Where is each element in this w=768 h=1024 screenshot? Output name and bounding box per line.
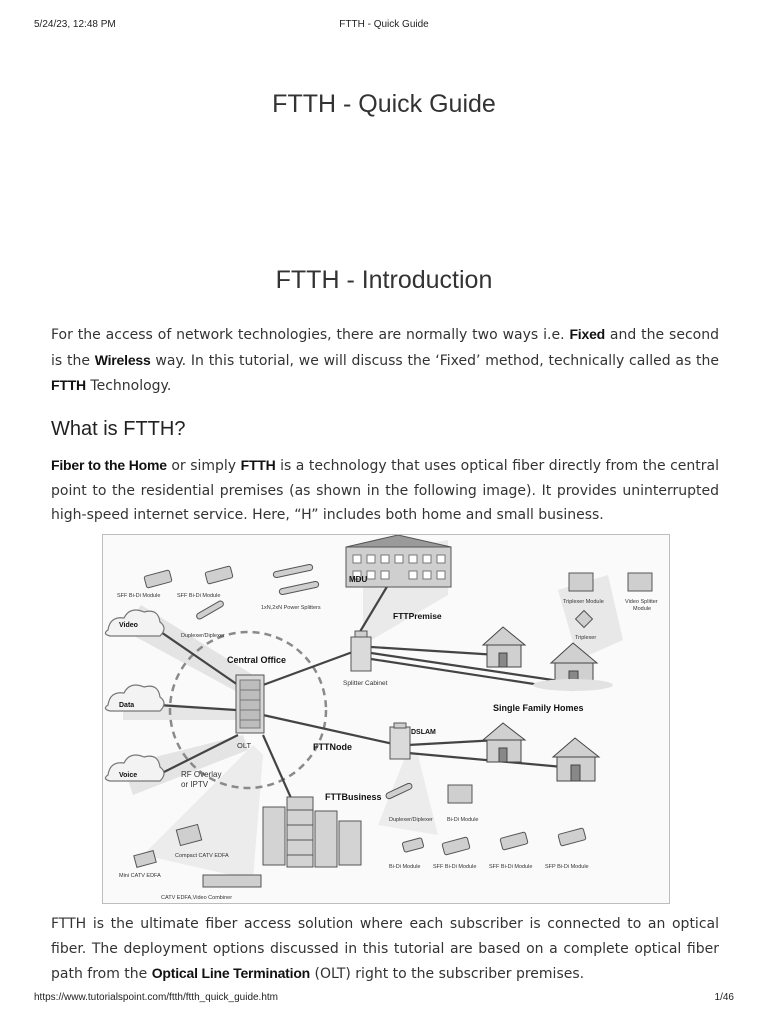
label-mdu: MDU [349,575,367,584]
business-beam [378,750,438,835]
wireless-link[interactable]: Wireless [94,351,151,368]
what-is-text-1: or simply [166,458,241,474]
ftth-link-2[interactable]: FTTH [240,457,276,473]
label-splitter-cabinet: Splitter Cabinet [343,680,388,687]
label-dslam: DSLAM [411,729,436,736]
label-fttnode: FTTNode [313,742,352,752]
label-sfp-bidi: SFP Bi-Di Module [545,864,589,870]
bidi-module-icon-bottom [401,837,425,853]
fixed-link[interactable]: Fixed [569,326,606,342]
olt-link[interactable]: Optical Line Termination [151,965,311,981]
lawn-1 [533,679,613,691]
label-sff-bidi-4: SFF Bi-Di Module [489,864,532,870]
video-cloud [104,609,165,637]
olt-rack-icon [235,674,265,734]
print-footer: https://www.tutorialspoint.com/ftth/ftth… [0,992,768,1006]
ftth-diagram-svg: SFF Bi-Di Module SFF Bi-Di Module 1xN,2x… [104,535,658,901]
intro-text-4: Technology. [85,378,172,394]
label-voice: Voice [119,772,137,779]
video-splitter-icon [627,572,653,592]
label-bidi-module-bottom: Bi-Di Module [389,864,420,870]
label-fttpremise: FTTPremise [393,611,442,621]
intro-text-3: way. In this tutorial, we will discuss t… [150,352,719,369]
voice-cloud [104,754,165,782]
label-rf-overlay: RF Overlay [181,770,221,779]
house-icon-4 [551,737,601,782]
label-central-office: Central Office [227,655,286,665]
label-catv-edfa: CATV EDFA,Video Combiner [161,895,232,901]
label-duplexer: Duplexer/Diplexer [181,633,225,639]
what-is-ftth-paragraph: Fiber to the Home or simply FTTH is a te… [51,453,719,528]
print-header: 5/24/23, 12:48 PM FTTH - Quick Guide [0,19,768,33]
splitter-cabinet-icon [350,630,372,672]
label-data: Data [119,702,134,709]
section-title: FTTH - Introduction [275,266,493,294]
label-triplexer: Triplexer [575,635,596,641]
label-video-splitter-2: Module [633,606,651,612]
label-video-splitter: Video Splitter [625,599,658,605]
label-olt: OLT [237,741,251,750]
triplexer-icon [574,609,594,629]
compact-edfa-icon [175,823,203,847]
sff-module-icon-1 [143,569,173,589]
label-fttbusiness: FTTBusiness [325,792,382,802]
ultimate-text-2: (OLT) right to the subscriber premises. [310,966,585,982]
splitter-icon-2 [278,580,320,596]
central-office-boundary [168,630,328,790]
label-sff-bidi-2: SFF Bi-Di Module [177,593,220,599]
sff-module-icon-2 [204,565,234,585]
catv-edfa-icon [202,874,262,888]
label-bidi-module-top: Bi-Di Module [447,817,478,823]
ftth-network-diagram: SFF Bi-Di Module SFF Bi-Di Module 1xN,2x… [102,534,670,904]
print-page-number: 1/46 [714,992,734,1003]
label-or-iptv: or IPTV [181,780,209,789]
print-page-title: FTTH - Quick Guide [339,19,429,30]
fiber-to-the-home-link[interactable]: Fiber to the Home [51,457,167,473]
house-icon-3 [481,722,527,763]
mini-edfa-icon [133,850,157,868]
ultimate-text-1: FTTH is the ultimate fiber access soluti… [51,916,719,982]
data-cloud [104,684,165,712]
label-sff-bidi-3: SFF Bi-Di Module [433,864,476,870]
ftth-link[interactable]: FTTH [51,377,86,393]
bidi-module-icon-top [447,784,473,804]
intro-text-1: For the access of network technologies, … [51,327,570,343]
page-title: FTTH - Quick Guide [272,90,496,118]
intro-text-2: and the second is the [51,327,719,369]
house-icon-1 [481,626,527,668]
print-url: https://www.tutorialspoint.com/ftth/ftth… [34,992,279,1003]
intro-paragraph: For the access of network technologies, … [51,322,719,399]
what-is-ftth-heading: What is FTTH? [51,418,186,440]
sff-module-icon-3 [441,836,471,856]
label-duplexer-2: Duplexer/Diplexer [389,817,433,823]
sff-module-icon-4 [499,831,529,851]
label-triplexer-module: Triplexer Module [563,599,604,605]
duplexer-icon-2 [385,782,413,800]
label-sff-bidi-1: SFF Bi-Di Module [117,593,160,599]
sfp-module-icon [557,827,587,847]
ultimate-paragraph: FTTH is the ultimate fiber access soluti… [51,912,719,987]
dslam-icon [389,722,411,760]
what-is-text-2: is a technology that uses optical fiber … [51,458,720,523]
triplexer-module-icon [568,572,594,592]
label-splitters: 1xN,2xN Power Splitters [261,605,321,611]
label-compact-edfa: Compact CATV EDFA [175,853,229,859]
label-single-family-homes: Single Family Homes [493,703,584,713]
label-video: Video [119,622,138,629]
mdu-building-icon [345,535,452,588]
splitter-icon-1 [272,563,314,579]
edfa-beam [143,745,263,880]
print-datetime: 5/24/23, 12:48 PM [34,19,116,30]
label-mini-edfa: Mini CATV EDFA [119,873,161,879]
duplexer-icon [196,600,224,620]
business-buildings-icon [262,796,362,868]
